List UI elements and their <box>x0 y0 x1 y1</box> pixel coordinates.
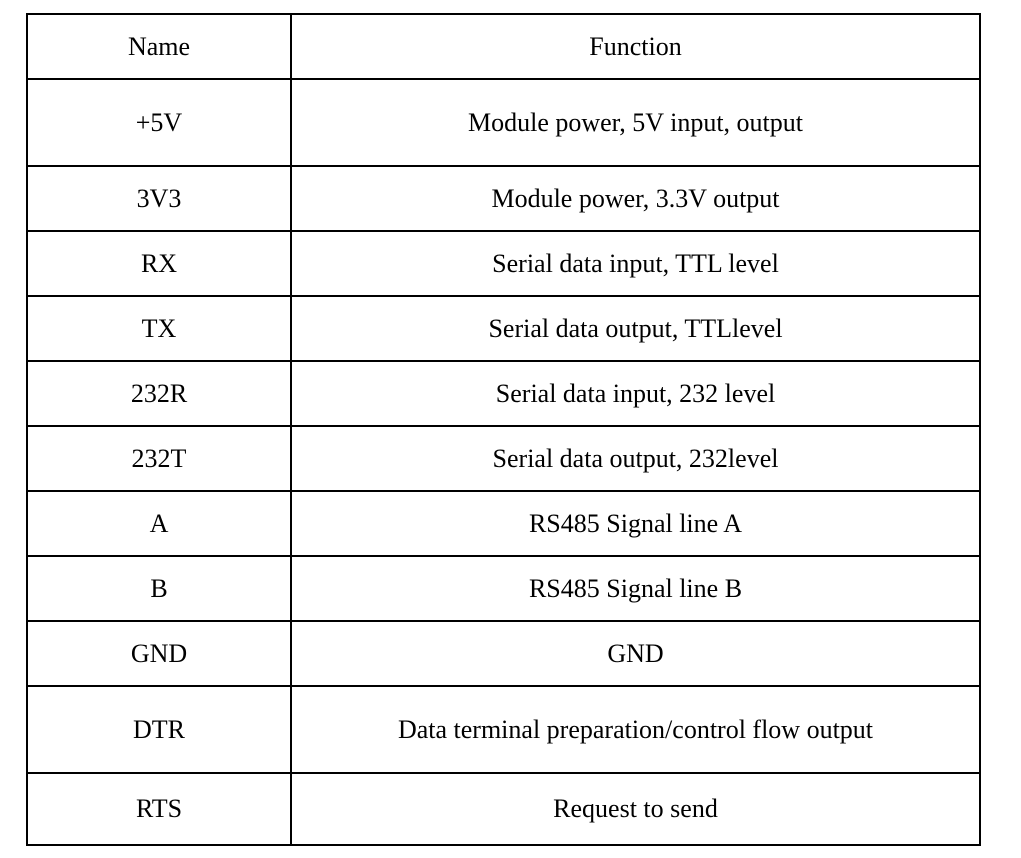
name-cell: 232R <box>26 360 292 427</box>
header-row: Name Function <box>26 13 981 80</box>
function-cell: RS485 Signal line A <box>290 490 981 557</box>
function-cell: Request to send <box>290 772 981 846</box>
table-row: A RS485 Signal line A <box>26 490 981 557</box>
function-cell: Data terminal preparation/control flow o… <box>290 685 981 774</box>
name-cell: RTS <box>26 772 292 846</box>
function-cell: Serial data output, TTLlevel <box>290 295 981 362</box>
table-row: GND GND <box>26 620 981 687</box>
name-cell: 232T <box>26 425 292 492</box>
name-cell: 3V3 <box>26 165 292 232</box>
column-header-name: Name <box>26 13 292 80</box>
column-header-function: Function <box>290 13 981 80</box>
table-row: 232R Serial data input, 232 level <box>26 360 981 427</box>
table-row: 3V3 Module power, 3.3V output <box>26 165 981 232</box>
function-cell: Serial data output, 232level <box>290 425 981 492</box>
table-row: RTS Request to send <box>26 772 981 846</box>
name-cell: RX <box>26 230 292 297</box>
table-row: +5V Module power, 5V input, output <box>26 78 981 167</box>
table-row: B RS485 Signal line B <box>26 555 981 622</box>
name-cell: A <box>26 490 292 557</box>
table-row: TX Serial data output, TTLlevel <box>26 295 981 362</box>
name-cell: +5V <box>26 78 292 167</box>
name-cell: GND <box>26 620 292 687</box>
name-cell: DTR <box>26 685 292 774</box>
function-cell: GND <box>290 620 981 687</box>
function-cell: Serial data input, 232 level <box>290 360 981 427</box>
name-cell: B <box>26 555 292 622</box>
function-cell: Module power, 5V input, output <box>290 78 981 167</box>
table-row: DTR Data terminal preparation/control fl… <box>26 685 981 774</box>
name-cell: TX <box>26 295 292 362</box>
table-row: RX Serial data input, TTL level <box>26 230 981 297</box>
function-cell: Module power, 3.3V output <box>290 165 981 232</box>
table-row: 232T Serial data output, 232level <box>26 425 981 492</box>
pin-function-table: Name Function +5V Module power, 5V input… <box>26 13 981 846</box>
function-cell: Serial data input, TTL level <box>290 230 981 297</box>
function-cell: RS485 Signal line B <box>290 555 981 622</box>
